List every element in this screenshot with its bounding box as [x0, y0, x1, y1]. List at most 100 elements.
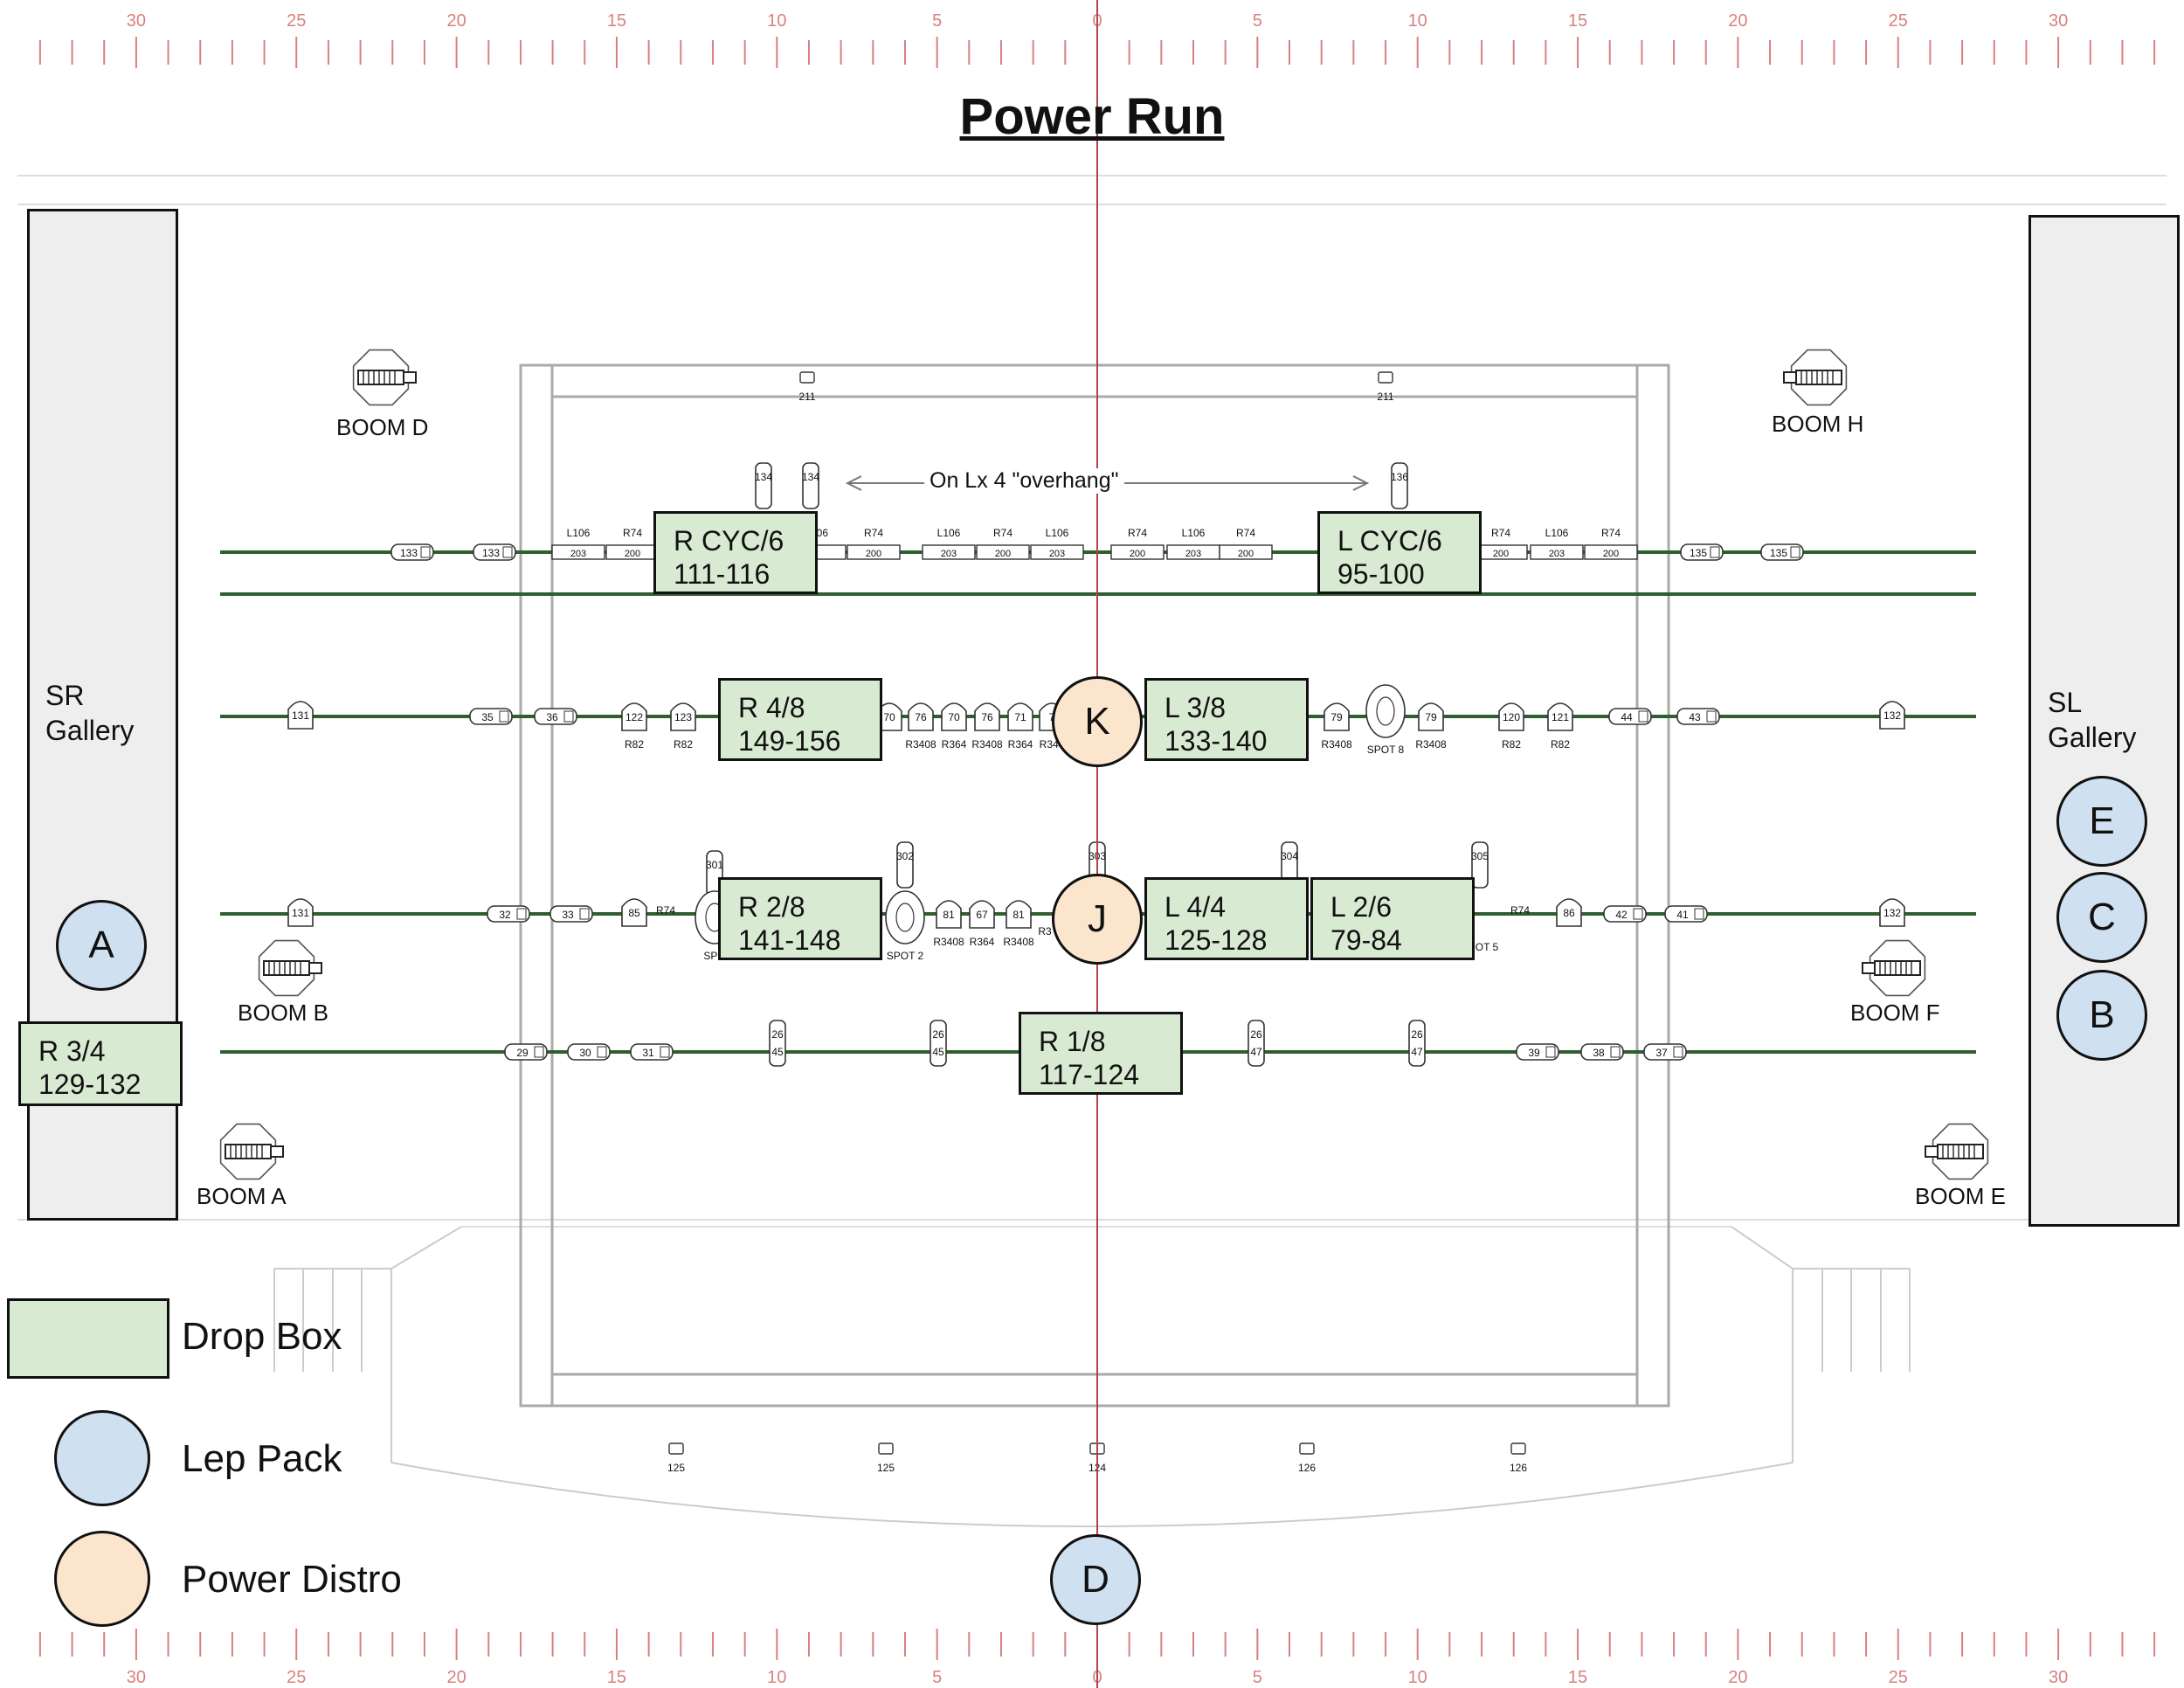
- fixture-gel: R364: [970, 936, 995, 948]
- fixture: 133: [473, 543, 516, 561]
- boom-symbol: [1862, 939, 1926, 997]
- fixture-channel: 42: [1615, 909, 1628, 921]
- drop-box-range: 133-140: [1165, 725, 1268, 757]
- ruler-label: 20: [446, 1668, 466, 1687]
- ruler-label: 10: [767, 1668, 786, 1687]
- fixture-gel: SPOT 8: [1367, 744, 1405, 756]
- fixture: 132: [1879, 701, 1905, 730]
- fixture-channel: 70: [883, 711, 895, 723]
- ruler-label: 5: [932, 11, 942, 31]
- fixture-channel: 132: [1883, 907, 1901, 919]
- fixture-gel: R3: [1038, 925, 1052, 937]
- fixture-gel: R364: [942, 738, 967, 751]
- drop-box-name: L 4/4: [1165, 891, 1226, 923]
- boom-e-label: BOOM E: [1915, 1183, 2007, 1209]
- fixture-gel: SPOT 2: [887, 950, 924, 962]
- ruler-label: 20: [1728, 11, 1747, 31]
- fixture-channel: 123: [674, 711, 692, 723]
- drop-box-l26: L 2/6 79-84: [1310, 877, 1475, 960]
- fixture: 43: [1676, 708, 1720, 725]
- drop-box-name: R 3/4: [38, 1035, 106, 1067]
- fixture: 211: [1377, 371, 1394, 403]
- deck-outline: [519, 363, 1670, 1408]
- lep-pack-a: A: [56, 900, 147, 991]
- fixture-channel: 136: [1391, 471, 1408, 483]
- boom-symbol: [258, 939, 322, 997]
- fixture: 35: [469, 708, 513, 725]
- fixture-channel: 33: [562, 909, 574, 921]
- fixture: 135: [1680, 543, 1724, 561]
- drop-box-range: 111-116: [674, 558, 771, 590]
- fixture-channel: 200: [625, 549, 640, 559]
- legend-drop-box-label: Drop Box: [182, 1315, 342, 1358]
- ruler-label: 30: [127, 11, 146, 31]
- fixture-channel: 200: [1238, 549, 1254, 559]
- fixture-gel: R3408: [971, 738, 1003, 751]
- fixture-channel: 305: [1471, 850, 1489, 862]
- fixture-channel: 133: [482, 547, 500, 559]
- fixture-channel: 126: [1510, 1462, 1527, 1474]
- fixture: 135: [1760, 543, 1804, 561]
- fixture: 304: [1281, 841, 1298, 889]
- fixture-channel: 200: [1603, 549, 1619, 559]
- fixture-channel: 45: [771, 1046, 784, 1058]
- fixture-channel: 47: [1411, 1046, 1423, 1058]
- legend-lep-pack-label: Lep Pack: [182, 1437, 342, 1480]
- ruler-label: 10: [1408, 1668, 1427, 1687]
- fixture: 44: [1608, 708, 1652, 725]
- fixture-channel: 134: [802, 471, 819, 483]
- fixture-channel: 211: [798, 391, 815, 403]
- fixture: 131: [287, 898, 314, 927]
- fixture-channel: 86: [1563, 907, 1575, 919]
- fixture: 31: [630, 1043, 674, 1061]
- drop-box-name: L 2/6: [1330, 891, 1392, 923]
- fixture-channel: 203: [941, 549, 957, 559]
- ruler-label: 5: [1253, 1668, 1262, 1687]
- fixture-channel: 135: [1690, 547, 1707, 559]
- fixture-channel: 125: [667, 1462, 685, 1474]
- drop-box-r34: R 3/4 129-132: [18, 1021, 183, 1106]
- drop-box-r18: R 1/8 117-124: [1019, 1012, 1183, 1095]
- overhang-note: On Lx 4 "overhang": [924, 468, 1124, 494]
- fixture: 126: [1298, 1442, 1316, 1474]
- fixture: 136: [1391, 462, 1408, 509]
- ruler-label: 30: [127, 1668, 146, 1687]
- fixture-channel: 200: [866, 549, 881, 559]
- fixture-gel: R82: [1551, 738, 1570, 751]
- fixture: 37: [1643, 1043, 1687, 1061]
- drop-box-l38: L 3/8 133-140: [1144, 678, 1309, 761]
- fixture-channel: 302: [896, 850, 914, 862]
- fixture-channel: 79: [1330, 711, 1343, 723]
- lep-pack-b: B: [2056, 970, 2147, 1061]
- fixture-channel: 32: [499, 909, 511, 921]
- boom-h-label: BOOM H: [1772, 411, 1864, 437]
- fixture-channel: 79: [1425, 711, 1437, 723]
- fixture-channel: 126: [1298, 1462, 1316, 1474]
- fixture-channel: 29: [516, 1047, 529, 1059]
- drop-box-range: 149-156: [738, 725, 841, 757]
- fixture-channel: 45: [932, 1046, 944, 1058]
- fixture: 30: [567, 1043, 611, 1061]
- fixture-channel: 30: [579, 1047, 591, 1059]
- fixture-channel: 211: [1377, 391, 1393, 403]
- sr-gallery-label: SR Gallery: [45, 680, 135, 746]
- ruler-label: 15: [607, 1668, 626, 1687]
- fixture-gel: L106: [1545, 527, 1569, 539]
- fixture: 133: [390, 543, 434, 561]
- fixture-channel: 203: [1049, 549, 1065, 559]
- ruler-label: 25: [1889, 1668, 1908, 1687]
- fixture-gel: R74: [1236, 527, 1255, 539]
- fixture-channel: 76: [915, 711, 927, 723]
- legend-drop-box-swatch: [7, 1298, 169, 1379]
- fixture-channel: 43: [1689, 711, 1701, 723]
